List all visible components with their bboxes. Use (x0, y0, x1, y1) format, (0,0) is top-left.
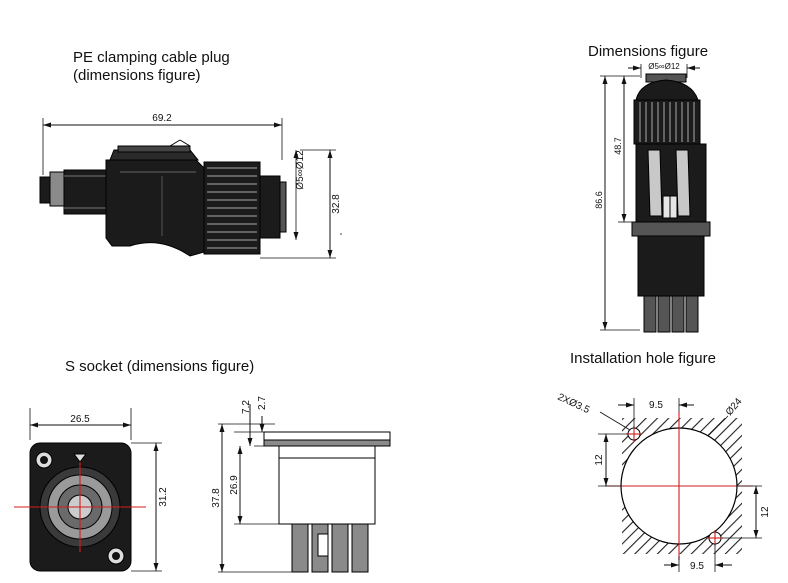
install-left-offset-label: 12 (594, 454, 605, 466)
socket-title: S socket (dimensions figure) (65, 358, 255, 375)
socket-width-label: 26.5 (70, 414, 90, 425)
plug-side-view: 69.2 (39, 113, 342, 259)
socket-total-label: 37.8 (211, 488, 222, 508)
install-diameter-label: Ø24 (724, 396, 745, 418)
plug-vertical-view: Ø5∞Ø12 (594, 62, 711, 333)
plug-height-label: 32.8 (331, 194, 342, 214)
install-top-offset-label: 9.5 (649, 400, 663, 411)
socket-side-view: 37.8 26.9 7.2 2.7 (211, 396, 391, 573)
side-total-label: 86.6 (594, 191, 604, 209)
side-upper-label: 48.7 (613, 137, 623, 155)
socket-height-label: 31.2 (158, 487, 169, 507)
socket-body-label: 26.9 (229, 475, 240, 495)
socket-flange-a-label: 7.2 (241, 400, 252, 414)
socket-flange-b-label: 2.7 (257, 396, 268, 410)
socket-front-view: 26.5 31.2 (14, 408, 169, 572)
plug-cable-label: Ø5∞Ø12 (295, 150, 306, 190)
installation-hole-view: 9.5 12 12 9.5 2XØ3.5 Ø24 (556, 392, 771, 572)
dimensions-title: Dimensions figure (588, 43, 709, 60)
install-holes-label: 2XØ3.5 (556, 392, 592, 416)
install-title: Installation hole figure (570, 350, 716, 367)
install-bottom-offset-label: 9.5 (690, 561, 704, 572)
plug-subtitle: (dimensions figure) (73, 67, 201, 84)
install-right-offset-label: 12 (760, 506, 771, 518)
plug-length-label: 69.2 (152, 113, 172, 124)
side-cable-label: Ø5∞Ø12 (648, 62, 680, 71)
plug-title: PE clamping cable plug (73, 49, 230, 66)
